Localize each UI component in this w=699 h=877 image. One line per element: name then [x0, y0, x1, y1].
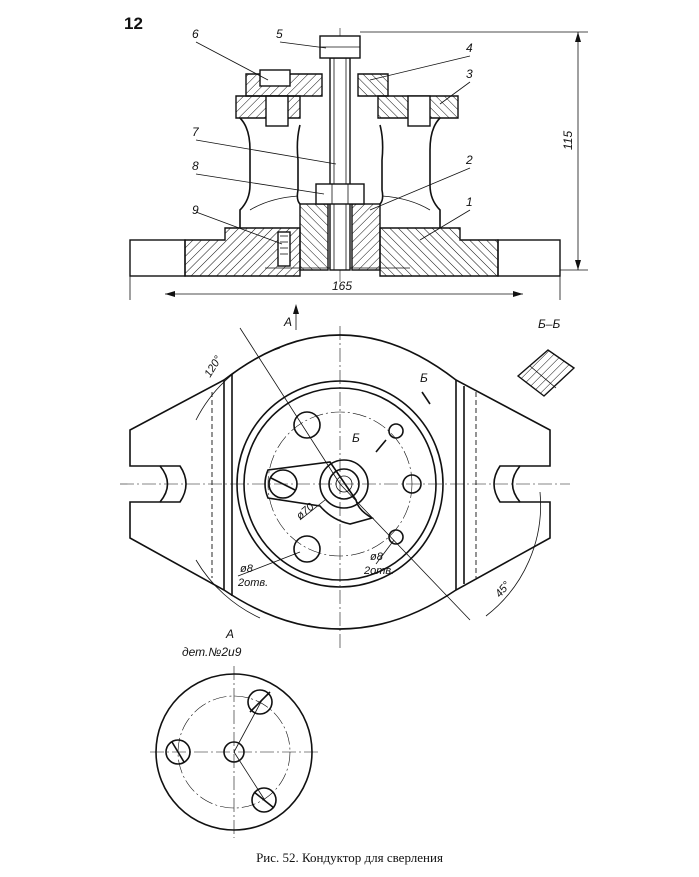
left-column — [239, 117, 251, 228]
right-column — [429, 117, 441, 228]
part-label-9: 9 — [192, 203, 199, 217]
hub-part-2-right — [351, 203, 381, 271]
spindle-part-7 — [329, 57, 351, 271]
view-a-label: А — [225, 627, 234, 641]
left-slot — [160, 465, 187, 503]
dimension-height-label: 115 — [561, 131, 575, 150]
view-a-sublabel: дет.№2и9 — [182, 645, 242, 659]
right-column-inner — [379, 124, 384, 205]
drill-bushing-left — [265, 95, 289, 127]
view-a-bolt-circle — [177, 695, 291, 809]
small-hole-lower-right — [388, 529, 404, 545]
figure-caption: Рис. 52. Кондуктор для сверления — [256, 850, 443, 865]
angle-45-arc — [485, 491, 541, 617]
locking-lever — [264, 461, 375, 525]
section-bb-label: Б–Б — [538, 317, 560, 331]
angle-120-arc — [195, 347, 281, 421]
center-boss — [319, 459, 369, 509]
bolt-circle — [267, 411, 413, 557]
hub-part-2-left — [299, 203, 329, 271]
small-hole-upper-right — [388, 423, 404, 439]
view-a-detail — [150, 666, 318, 838]
part-label-3: 3 — [466, 67, 473, 81]
screw-part-6 — [259, 69, 291, 87]
view-a-outer-circle — [155, 673, 313, 831]
leader-3 — [439, 81, 471, 105]
base-plate-left-flange — [129, 239, 186, 277]
hole-right-count: 2отв. — [363, 565, 394, 577]
base-plate-right-flange — [497, 239, 561, 277]
leader-7 — [195, 139, 337, 165]
angle-120-label: 120° — [202, 353, 225, 379]
angle-45-label: 45° — [493, 579, 513, 600]
part-label-8: 8 — [192, 159, 199, 173]
hole-upper-left — [293, 411, 321, 439]
view-a-screw-left — [165, 739, 191, 765]
part-label-7: 7 — [192, 125, 200, 139]
jig-plate-disc — [236, 380, 444, 588]
view-a-screw-bottom — [251, 787, 277, 813]
hole-left-diameter: ø8 — [240, 563, 254, 575]
drill-bushing-right — [407, 95, 431, 127]
leader-4 — [369, 55, 471, 81]
part-label-1: 1 — [466, 195, 473, 209]
hole-lower-left — [293, 535, 321, 563]
lever-screw — [268, 469, 298, 499]
leader-2 — [369, 167, 471, 211]
left-column-inner — [296, 124, 301, 205]
section-mark-b: Б — [420, 371, 428, 385]
part-label-6: 6 — [192, 27, 199, 41]
leader-5 — [279, 41, 327, 49]
base-plate-hatched-right — [379, 227, 499, 277]
view-arrow-label-a: А — [283, 315, 292, 329]
part-label-4: 4 — [466, 41, 473, 55]
leader-9 — [195, 211, 283, 245]
section-mark-b-2: Б — [352, 431, 360, 445]
dimension-width-label: 165 — [332, 279, 352, 293]
bolt-circle-label: ø70 — [294, 500, 317, 522]
right-slot — [493, 465, 520, 503]
pin-part-9 — [277, 231, 291, 267]
leader-8 — [195, 173, 325, 195]
leader-1 — [419, 209, 471, 241]
plan-view — [120, 304, 570, 650]
section-view — [129, 28, 588, 300]
nut-part-8 — [315, 183, 365, 205]
hole-right-diameter: ø8 — [370, 551, 384, 563]
section-bb-view — [516, 349, 576, 397]
hole-right — [402, 474, 422, 494]
figure-number: 12 — [124, 14, 143, 33]
cover-part-4-right — [357, 73, 389, 97]
part-label-2: 2 — [465, 153, 473, 167]
part-label-5: 5 — [276, 27, 283, 41]
hole-left-count: 2отв. — [237, 577, 268, 589]
view-a-screw-top — [247, 689, 273, 715]
leader-6 — [195, 41, 269, 81]
